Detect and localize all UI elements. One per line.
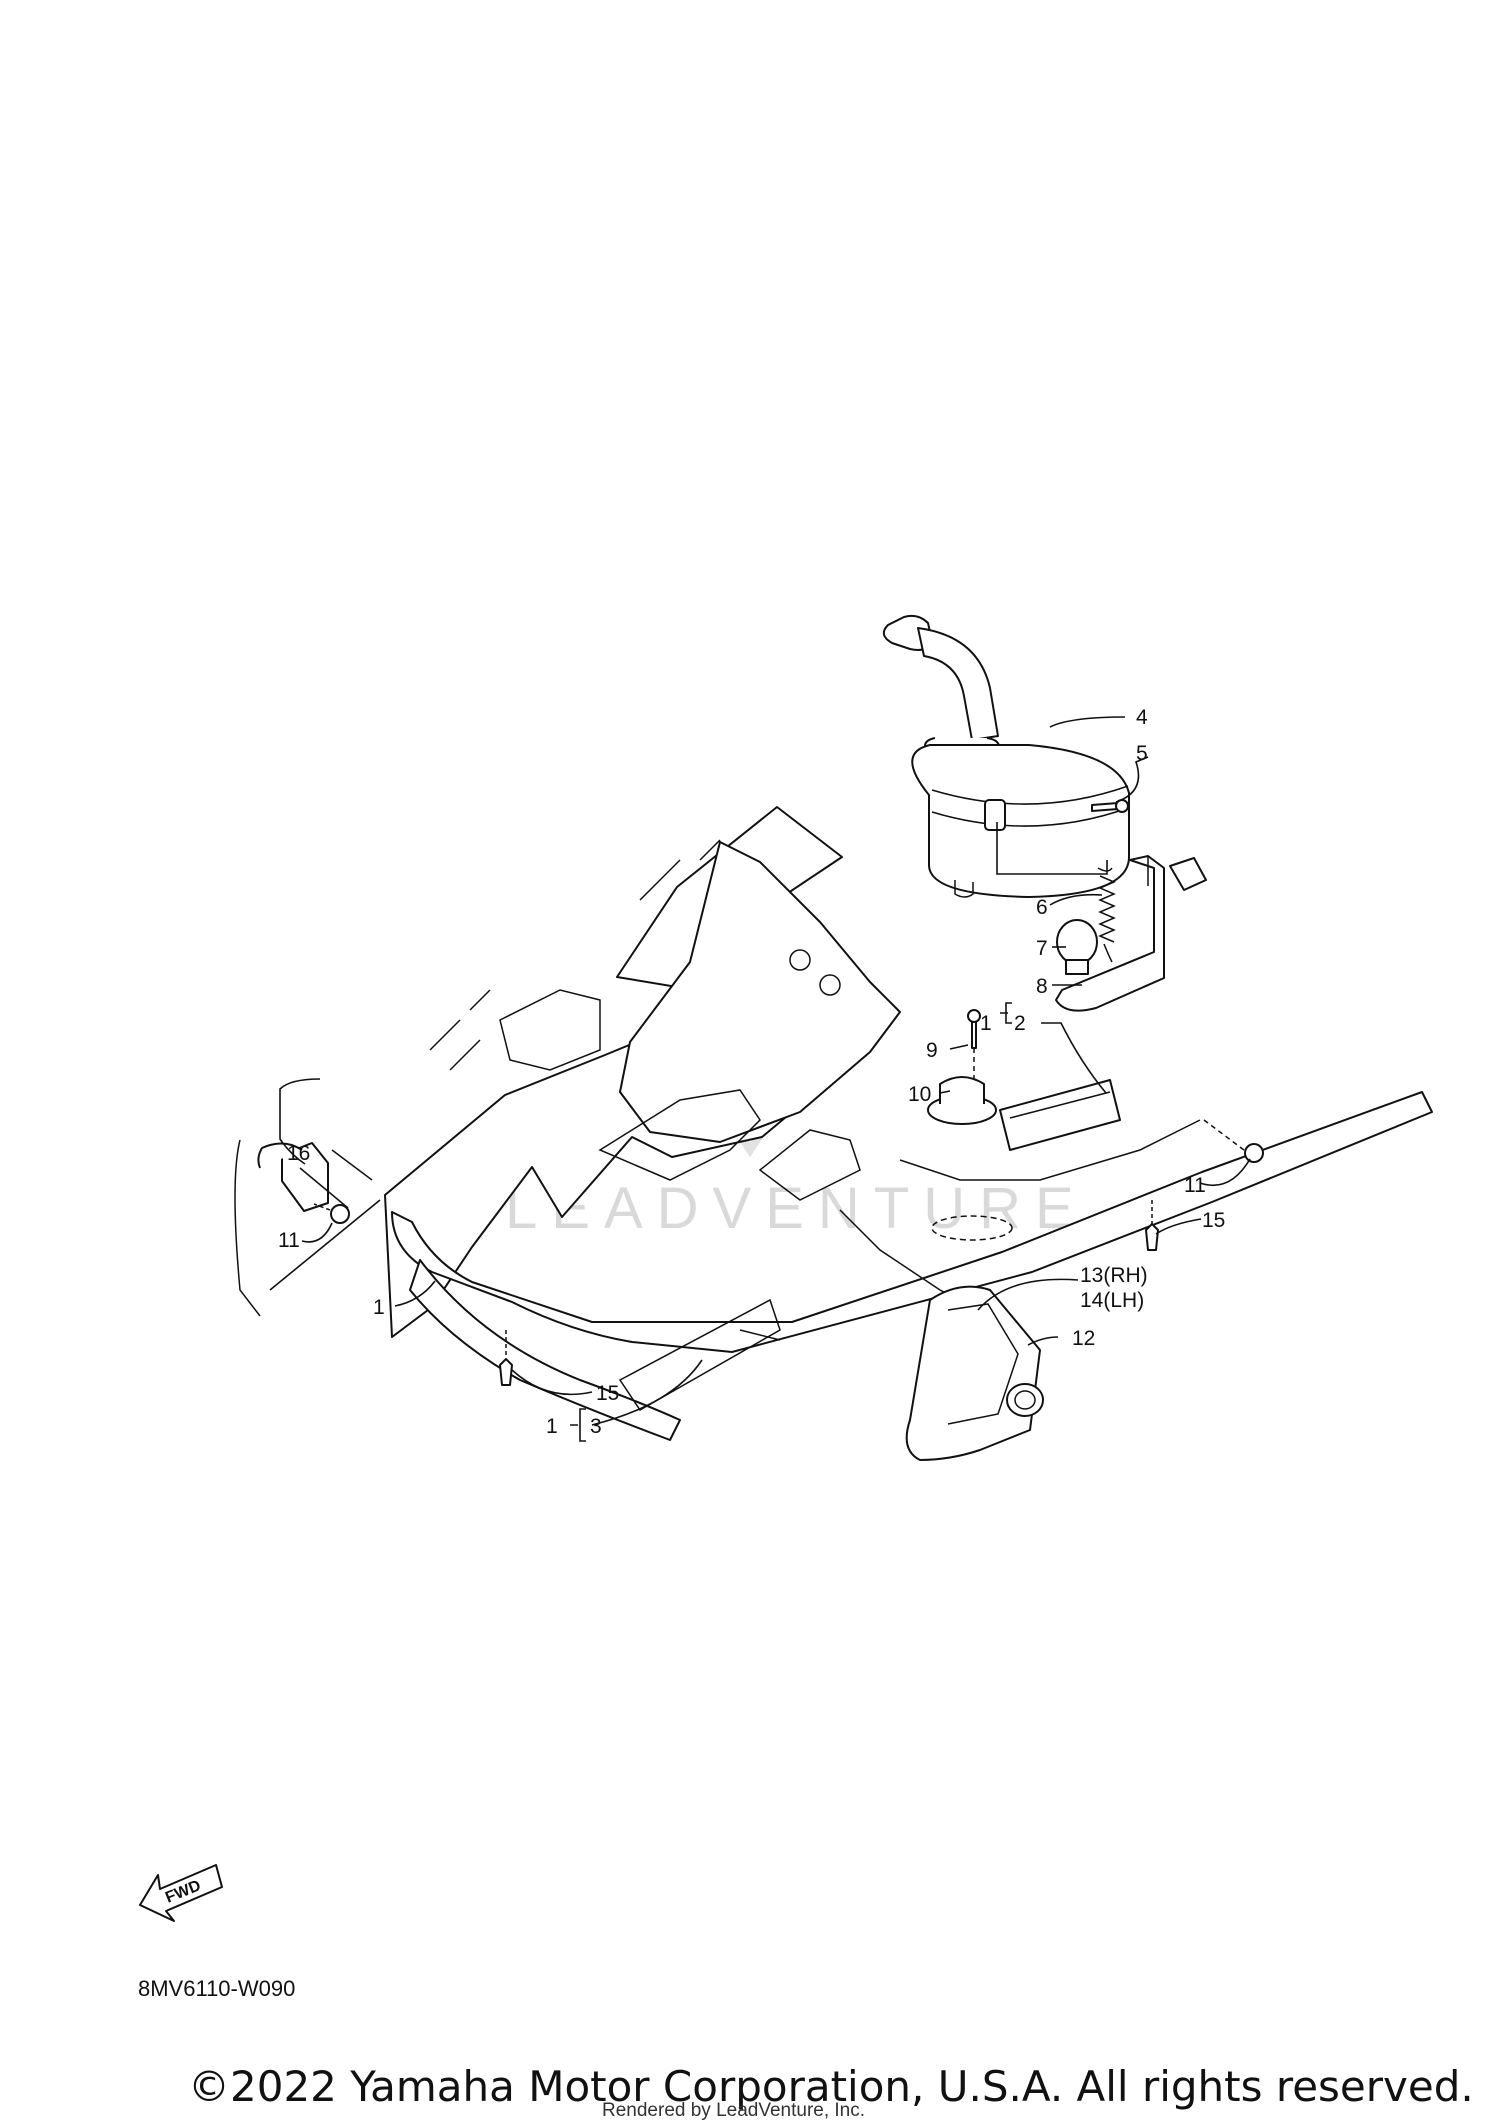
label-11-right: 11: [1184, 1174, 1206, 1197]
label-1-group-3: 3: [590, 1415, 602, 1438]
plate-2-part[interactable]: [999, 1079, 1121, 1151]
group-brackets: [570, 1002, 1012, 1442]
bracket-16-part[interactable]: [234, 1139, 373, 1317]
clip-11-right-part[interactable]: [1203, 1119, 1264, 1163]
label-7: 7: [1036, 937, 1048, 960]
label-5: 5: [1136, 742, 1148, 765]
label-6: 6: [1036, 896, 1048, 919]
screw-9-part[interactable]: [967, 1009, 981, 1078]
watermark-text: LEADVENTURE: [505, 1176, 1088, 1241]
label-1-group-2-prefix: 1: [980, 1012, 992, 1035]
label-16: 16: [287, 1142, 310, 1165]
bracket-part[interactable]: [1055, 855, 1207, 1012]
fwd-arrow-icon: FWD: [139, 1864, 223, 1922]
leader-lines: [269, 716, 1251, 1426]
rendered-by-notice: Rendered by LeadVenture, Inc.: [602, 2100, 866, 2121]
label-13: 13(RH): [1080, 1264, 1148, 1287]
body-cover-part[interactable]: [384, 806, 1433, 1441]
label-14: 14(LH): [1080, 1289, 1144, 1312]
grommet-part[interactable]: [1056, 919, 1098, 975]
label-8: 8: [1036, 975, 1048, 998]
side-cover-part[interactable]: [905, 1285, 1044, 1461]
label-15-right: 15: [1202, 1209, 1225, 1232]
label-15-bottom: 15: [596, 1382, 619, 1405]
clip-15-right-part[interactable]: [1145, 1200, 1159, 1251]
label-1-group-2: 2: [1014, 1012, 1026, 1035]
diagram-code: 8MV6110-W090: [138, 1976, 296, 2001]
muffler-part[interactable]: [882, 614, 1130, 898]
label-12: 12: [1072, 1327, 1095, 1350]
copyright-notice: ©2022 Yamaha Motor Corporation, U.S.A. A…: [188, 2062, 1474, 2111]
label-1: 1: [373, 1296, 385, 1319]
label-1-group-3-prefix: 1: [546, 1415, 558, 1438]
watermark: LEADVENTURE: [505, 924, 1088, 1241]
cap-10-part[interactable]: [927, 1076, 997, 1125]
label-11-left: 11: [278, 1229, 300, 1252]
label-10: 10: [908, 1083, 931, 1106]
label-4: 4: [1136, 706, 1148, 729]
label-9: 9: [926, 1039, 938, 1062]
clip-11-left-part[interactable]: [313, 1203, 350, 1224]
clip-15-bottom-part[interactable]: [499, 1330, 513, 1386]
